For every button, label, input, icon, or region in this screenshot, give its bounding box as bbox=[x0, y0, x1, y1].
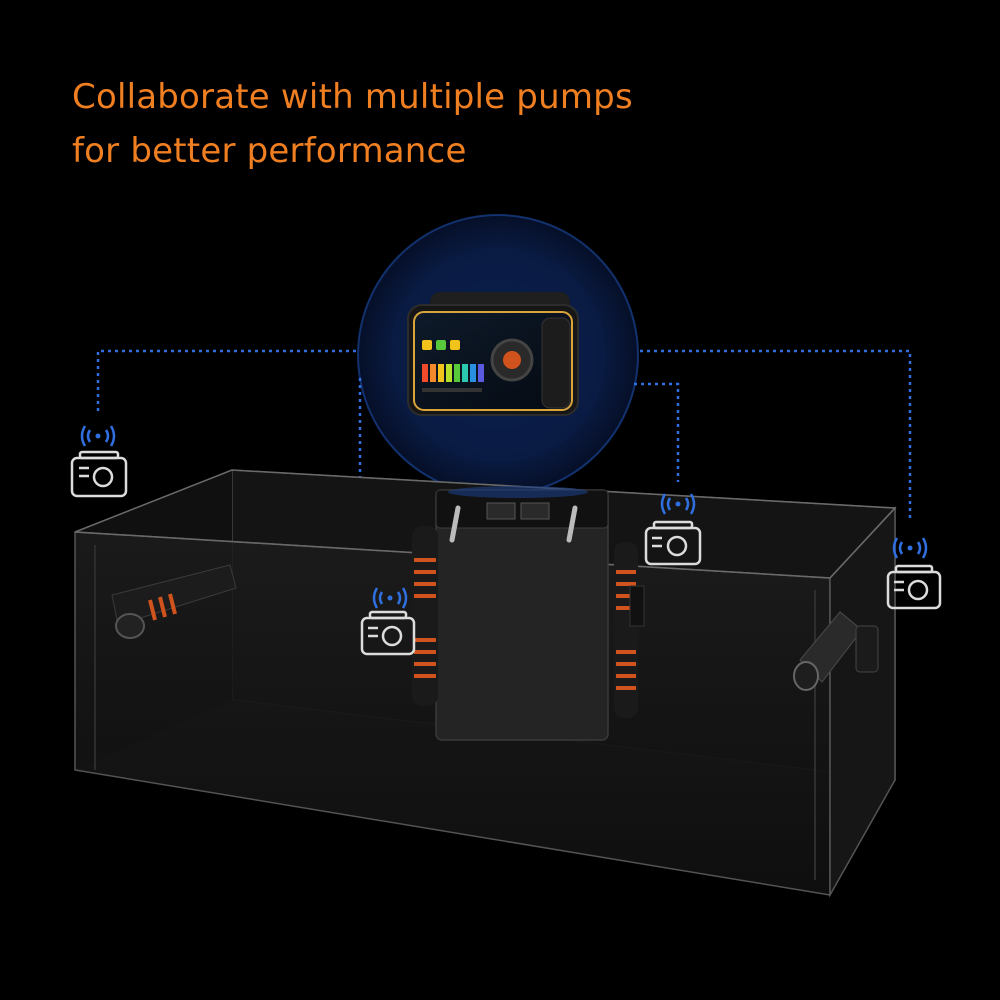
controller-device-icon bbox=[407, 292, 579, 416]
wireless-pump-icon-3 bbox=[644, 493, 702, 566]
wave-pump-right bbox=[614, 542, 645, 718]
wave-pump-horizontal bbox=[111, 564, 237, 639]
wifi-signal-icon bbox=[660, 493, 696, 515]
headline-line-1: Collaborate with multiple pumps bbox=[72, 77, 633, 117]
headline: Collaborate with multiple pumps for bett… bbox=[72, 70, 633, 178]
wifi-signal-icon bbox=[892, 537, 928, 559]
headline-line-2: for better performance bbox=[72, 131, 467, 171]
wifi-signal-icon bbox=[80, 425, 116, 447]
link-line-left bbox=[96, 349, 356, 412]
link-line-inner-right bbox=[634, 382, 680, 482]
wifi-signal-icon bbox=[372, 587, 408, 609]
wireless-pump-icon-2 bbox=[360, 587, 416, 656]
return-pump bbox=[793, 611, 879, 691]
filter-box bbox=[435, 486, 609, 741]
wireless-pump-icon-1 bbox=[70, 425, 128, 498]
wave-pump-left bbox=[412, 526, 438, 706]
flow-level-bars bbox=[422, 364, 484, 382]
wireless-pump-icon-4 bbox=[886, 537, 942, 610]
